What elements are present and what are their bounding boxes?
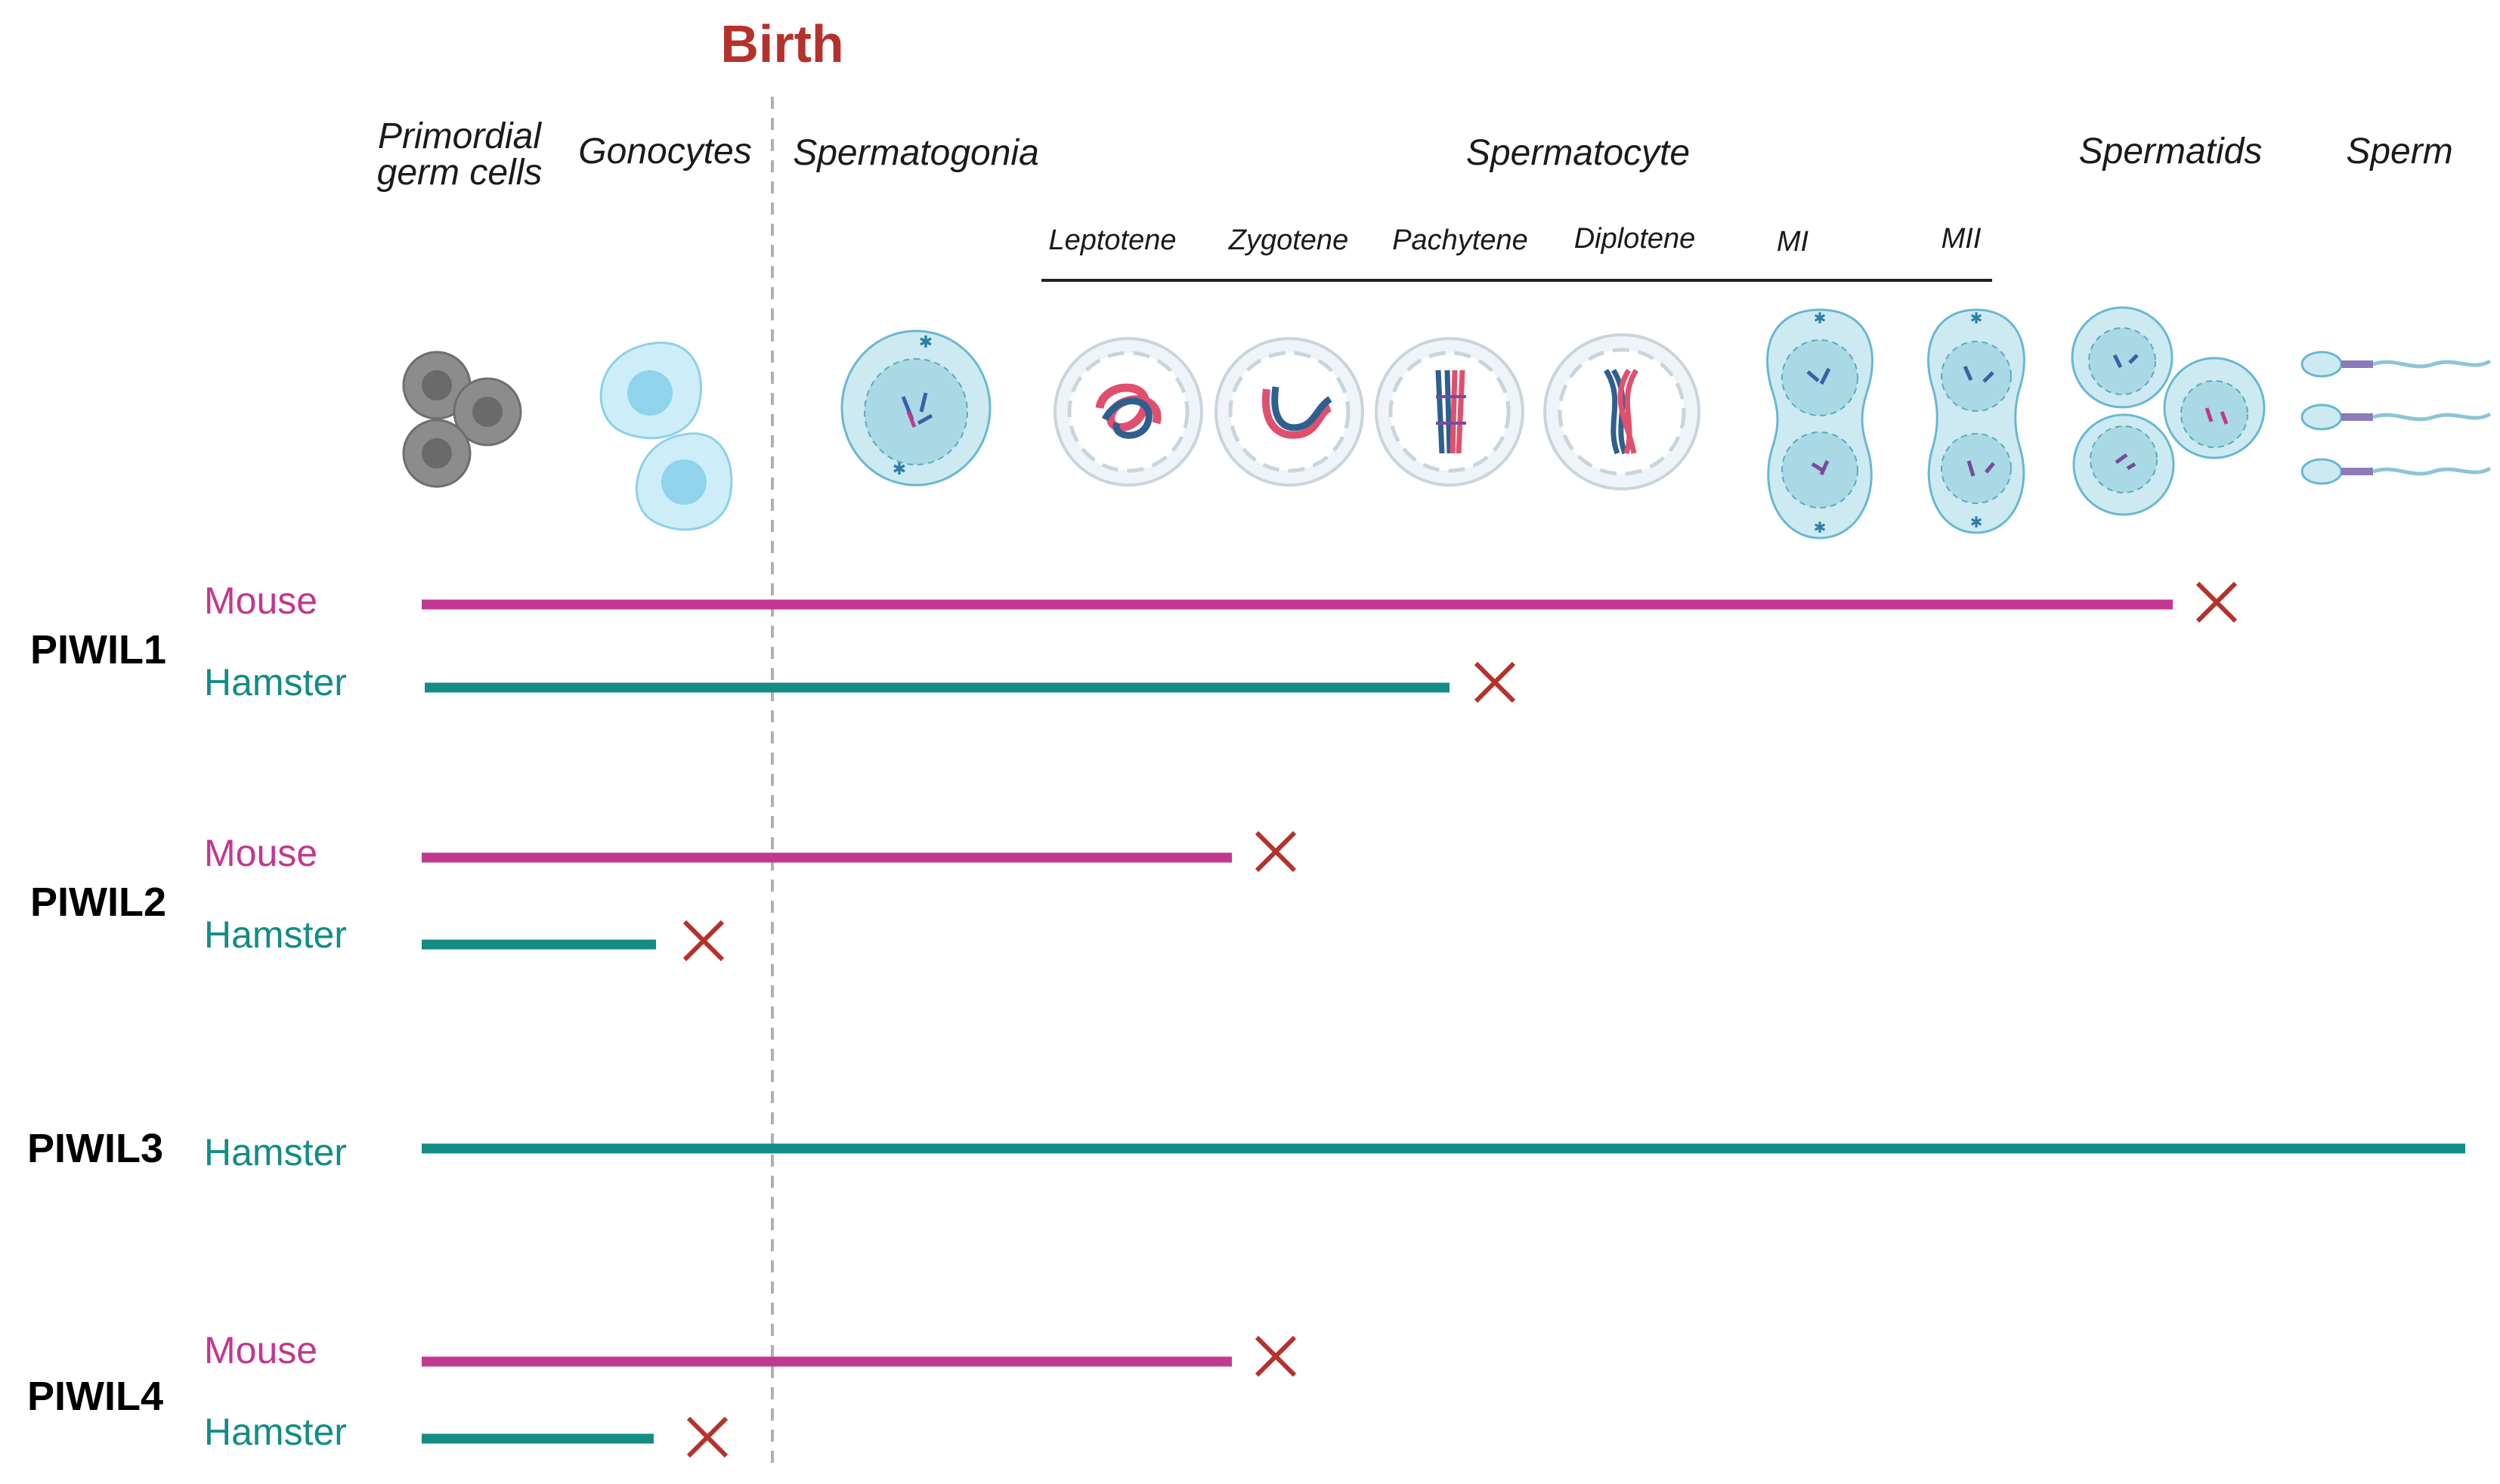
stage-spermatocyte-label: Spermatocyte: [1466, 133, 1690, 173]
birth-label: Birth: [720, 14, 843, 73]
substage-mii-label: MII: [1942, 223, 1982, 255]
spermatids-cells-illustration: [2071, 306, 2266, 516]
zygotene-cell-illustration: [1214, 337, 1364, 487]
gene-piwil3-label: PIWIL3: [27, 1126, 163, 1171]
substage-mi-label: MI: [1777, 226, 1809, 258]
piwil2-hamster-end-cross: [682, 920, 725, 962]
piwil1-hamster-label: Hamster: [204, 661, 347, 703]
stage-gonocytes-label: Gonocytes: [578, 131, 751, 172]
substage-diplotene-label: Diplotene: [1574, 223, 1696, 255]
svg-text:✱: ✱: [893, 460, 906, 479]
substage-zygotene-label: Zygotene: [1228, 224, 1348, 256]
gene-piwil4-label: PIWIL4: [27, 1374, 163, 1419]
piwil2-hamster-label: Hamster: [204, 914, 347, 956]
stage-pgc-label-1: Primordial: [378, 116, 542, 156]
gene-piwil2-label: PIWIL2: [30, 880, 166, 925]
gene-piwil1-label: PIWIL1: [30, 627, 166, 672]
svg-text:✱: ✱: [1970, 513, 1983, 531]
piwil3-hamster-label: Hamster: [204, 1131, 347, 1173]
piwil2-mouse-end-cross: [1255, 830, 1297, 873]
piwil4-mouse-label: Mouse: [204, 1329, 317, 1371]
stage-spermatogonia-label: Spermatogonia: [793, 133, 1039, 173]
substage-leptotene-label: Leptotene: [1048, 224, 1176, 256]
leptotene-cell-illustration: [1054, 337, 1203, 487]
pachytene-cell-illustration: [1375, 337, 1524, 487]
mi-cell-illustration: ✱ ✱: [1766, 308, 1873, 539]
pgc-cells-illustration: [402, 351, 522, 488]
piwil4-mouse-end-cross: [1255, 1335, 1297, 1377]
stage-pgc-label-2: germ cells: [377, 153, 543, 193]
svg-text:✱: ✱: [919, 333, 933, 352]
substage-pachytene-label: Pachytene: [1392, 224, 1528, 256]
diplotene-cell-illustration: [1543, 333, 1700, 490]
piwil2-mouse-label: Mouse: [204, 832, 317, 874]
piwil1-mouse-label: Mouse: [204, 580, 317, 622]
piwil1-hamster-end-cross: [1474, 661, 1516, 703]
stage-spermatids-label: Spermatids: [2079, 131, 2263, 172]
svg-text:✱: ✱: [1814, 309, 1827, 327]
sperm-cells-illustration: [2300, 351, 2492, 485]
spermatogonia-cell-illustration: ✱ ✱: [840, 329, 992, 487]
piwil4-hamster-label: Hamster: [204, 1411, 347, 1453]
mii-cell-illustration: ✱ ✱: [1927, 308, 2025, 534]
svg-text:✱: ✱: [1970, 309, 1983, 327]
piwil4-hamster-end-cross: [686, 1416, 729, 1458]
gonocyte-cells-illustration: [599, 342, 733, 531]
svg-text:✱: ✱: [1814, 518, 1827, 536]
piwil1-mouse-end-cross: [2195, 581, 2238, 623]
stage-sperm-label: Sperm: [2346, 131, 2452, 172]
